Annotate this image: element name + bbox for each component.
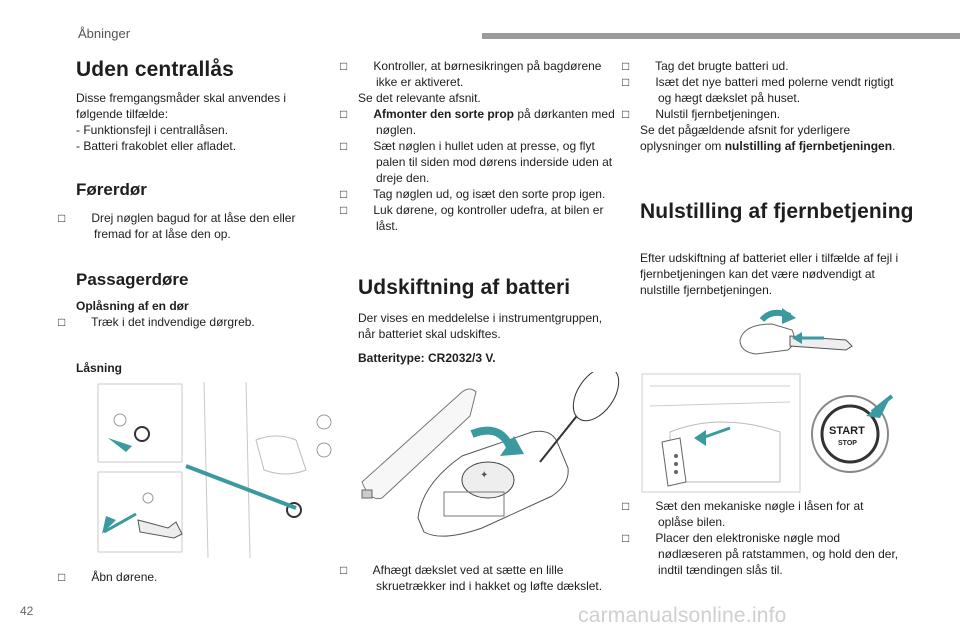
checkbox-icon: □ <box>622 107 630 121</box>
heading-passagerdore: Passagerdøre <box>76 270 189 289</box>
watermark: carmanualsonline.info <box>578 604 787 627</box>
col2-step1: Kontroller, at børnesikringen på bagdøre… <box>373 59 602 89</box>
battery-step-text: Afhægt dækslet ved at sætte en lille skr… <box>372 563 603 593</box>
col2-steps: □ Kontroller, at børnesikringen på bagdø… <box>340 58 620 234</box>
mechanical-key-illustration <box>739 308 853 355</box>
checkbox-icon: □ <box>622 499 630 513</box>
case-1: - Funktionsfejl i centrallåsen. <box>76 123 229 137</box>
col2-step3: Sæt nøglen i hullet uden at presse, og f… <box>373 139 613 185</box>
checkbox-icon: □ <box>58 315 66 329</box>
checkbox-icon: □ <box>340 187 348 201</box>
start-button-label: START <box>829 425 865 437</box>
page-number: 42 <box>20 604 34 618</box>
checkbox-icon: □ <box>340 139 348 153</box>
checkbox-icon: □ <box>340 59 348 73</box>
col2-step5: Luk dørene, og kontroller udefra, at bil… <box>373 203 604 233</box>
battery-replacement-illustration: ✦ <box>361 372 620 537</box>
reset-step1: Sæt den mekaniske nøgle i låsen for at o… <box>655 499 864 529</box>
open-step: □ Åbn dørene. <box>58 569 296 585</box>
reset-intro: Efter udskiftning af batteriet eller i t… <box>640 251 899 297</box>
checkbox-icon: □ <box>622 59 630 73</box>
checkbox-icon: □ <box>340 563 348 577</box>
checkbox-icon: □ <box>340 203 348 217</box>
col3-ref-end: . <box>892 139 896 153</box>
stop-button-label: STOP <box>838 440 857 447</box>
col2-ref: Se det relevante afsnit. <box>358 91 481 105</box>
unlock-step-text: Træk i det indvendige dørgreb. <box>91 315 255 329</box>
checkbox-icon: □ <box>622 75 630 89</box>
open-step-text: Åbn dørene. <box>91 570 158 584</box>
unlock-label: Oplåsning af en dør <box>76 299 189 313</box>
checkbox-icon: □ <box>58 211 66 225</box>
col2-step2-bold: Afmonter den sorte prop <box>373 107 515 121</box>
battery-type: Batteritype: CR2032/3 V. <box>358 351 496 365</box>
checkbox-icon: □ <box>622 531 630 545</box>
title-uden-centrallas: Uden centrallås <box>76 58 234 81</box>
reset-step2: Placer den elektroniske nøgle mod nødlæs… <box>655 531 899 577</box>
door-lock-illustration <box>97 381 332 559</box>
col3-ref-bold: nulstilling af fjernbetjeningen <box>724 139 893 153</box>
battery-intro: Der vises en meddelelse i instrumentgrup… <box>358 311 603 341</box>
checkbox-icon: □ <box>58 570 66 584</box>
col3-steps: □ Tag det brugte batteri ud. □ Isæt det … <box>622 58 902 154</box>
col2-step2-rest: på dørkanten med nøglen. <box>376 107 615 137</box>
col3-step3: Nulstil fjernbetjeningen. <box>655 107 781 121</box>
svg-text:✦: ✦ <box>480 470 488 481</box>
intro-text: Disse fremgangsmåder skal anvendes i føl… <box>76 90 306 154</box>
battery-step: □ Afhægt dækslet ved at sætte en lille s… <box>340 562 620 594</box>
col2-step4: Tag nøglen ud, og isæt den sorte prop ig… <box>373 187 606 201</box>
section-header-bar <box>482 33 960 39</box>
driver-step-text: Drej nøglen bagud for at låse den eller … <box>91 211 296 241</box>
heading-forerdor: Førerdør <box>76 180 147 199</box>
intro-line: Disse fremgangsmåder skal anvendes i føl… <box>76 91 287 121</box>
section-label: Åbninger <box>78 26 131 41</box>
col3-step1: Tag det brugte batteri ud. <box>655 59 789 73</box>
reset-steps: □ Sæt den mekaniske nøgle i låsen for at… <box>622 498 902 578</box>
driver-step: □ Drej nøglen bagud for at låse den elle… <box>58 210 312 242</box>
title-udskiftning-af-batteri: Udskiftning af batteri <box>358 276 571 299</box>
lock-label: Låsning <box>76 361 123 375</box>
col3-ref-text: Se det pågældende afsnit for yderligere … <box>640 123 851 153</box>
col3-step2: Isæt det nye batteri med polerne vendt r… <box>655 75 894 105</box>
checkbox-icon: □ <box>340 107 348 121</box>
col3-ref: Se det pågældende afsnit for yderligere … <box>640 122 902 154</box>
case-2: - Batteri frakoblet eller afladet. <box>76 139 237 153</box>
unlock-block: Oplåsning af en dør □ Træk i det indvend… <box>58 298 312 330</box>
reset-dashboard-illustration: START STOP <box>641 373 894 493</box>
title-nulstilling: Nulstilling af fjernbetjening <box>640 200 914 223</box>
